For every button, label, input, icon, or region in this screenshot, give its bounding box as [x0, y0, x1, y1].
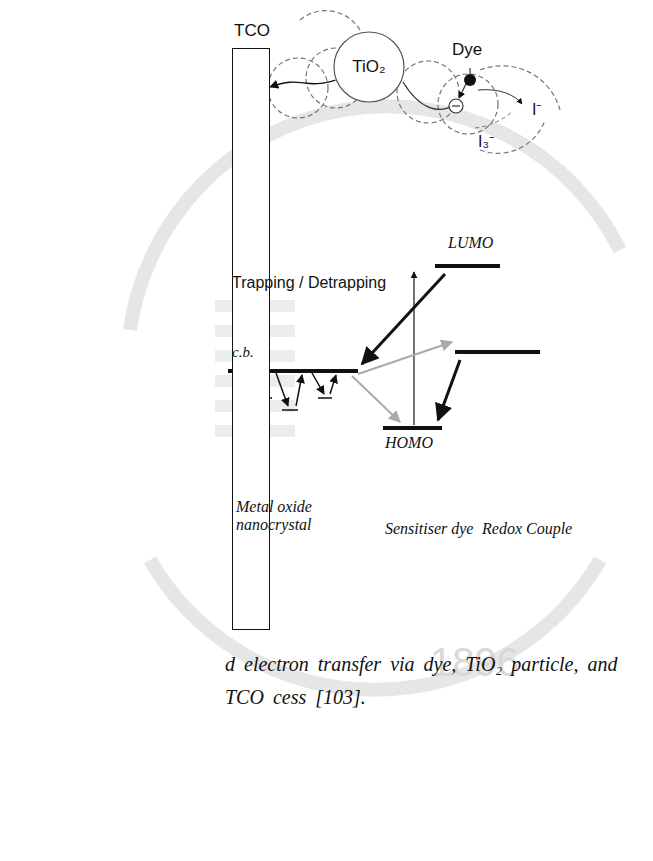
process-label: Trapping / Detrapping: [232, 274, 386, 292]
dye-label: Dye: [452, 40, 482, 60]
level-label: HOMO: [385, 434, 433, 452]
excitation-arrow: [413, 272, 414, 425]
region-label: Sensitiser dye: [385, 520, 473, 538]
electrode-box: TCO: [232, 48, 270, 630]
redox-arc: [475, 112, 512, 128]
recombination-arrow: [352, 376, 400, 422]
energy-levels: [228, 266, 540, 428]
region-label: Redox Couple: [482, 520, 572, 538]
watermark-logo: [130, 106, 620, 689]
ion-label: I₃⁻: [478, 130, 494, 152]
redox-arc: [478, 90, 522, 104]
electrode-heading: TCO: [234, 21, 270, 41]
figure-caption: d electron transfer via dye, TiO₂ partic…: [225, 648, 645, 714]
dye-dot: [464, 74, 476, 86]
tio2-particles: [268, 11, 560, 154]
regeneration-arrow: [438, 360, 460, 420]
electron-transfer-arrow: [270, 80, 335, 87]
dye-stem: [470, 68, 471, 74]
electron-path: [403, 82, 467, 113]
ion-label: I⁻: [532, 98, 541, 120]
level-label: c.b.: [232, 344, 254, 361]
recombination-arrow: [358, 342, 452, 374]
particle-label: TiO₂: [352, 57, 385, 77]
particle-circle: TiO₂: [333, 31, 405, 103]
level-label: LUMO: [448, 234, 493, 252]
region-label: Metal oxide nanocrystal: [236, 498, 331, 535]
